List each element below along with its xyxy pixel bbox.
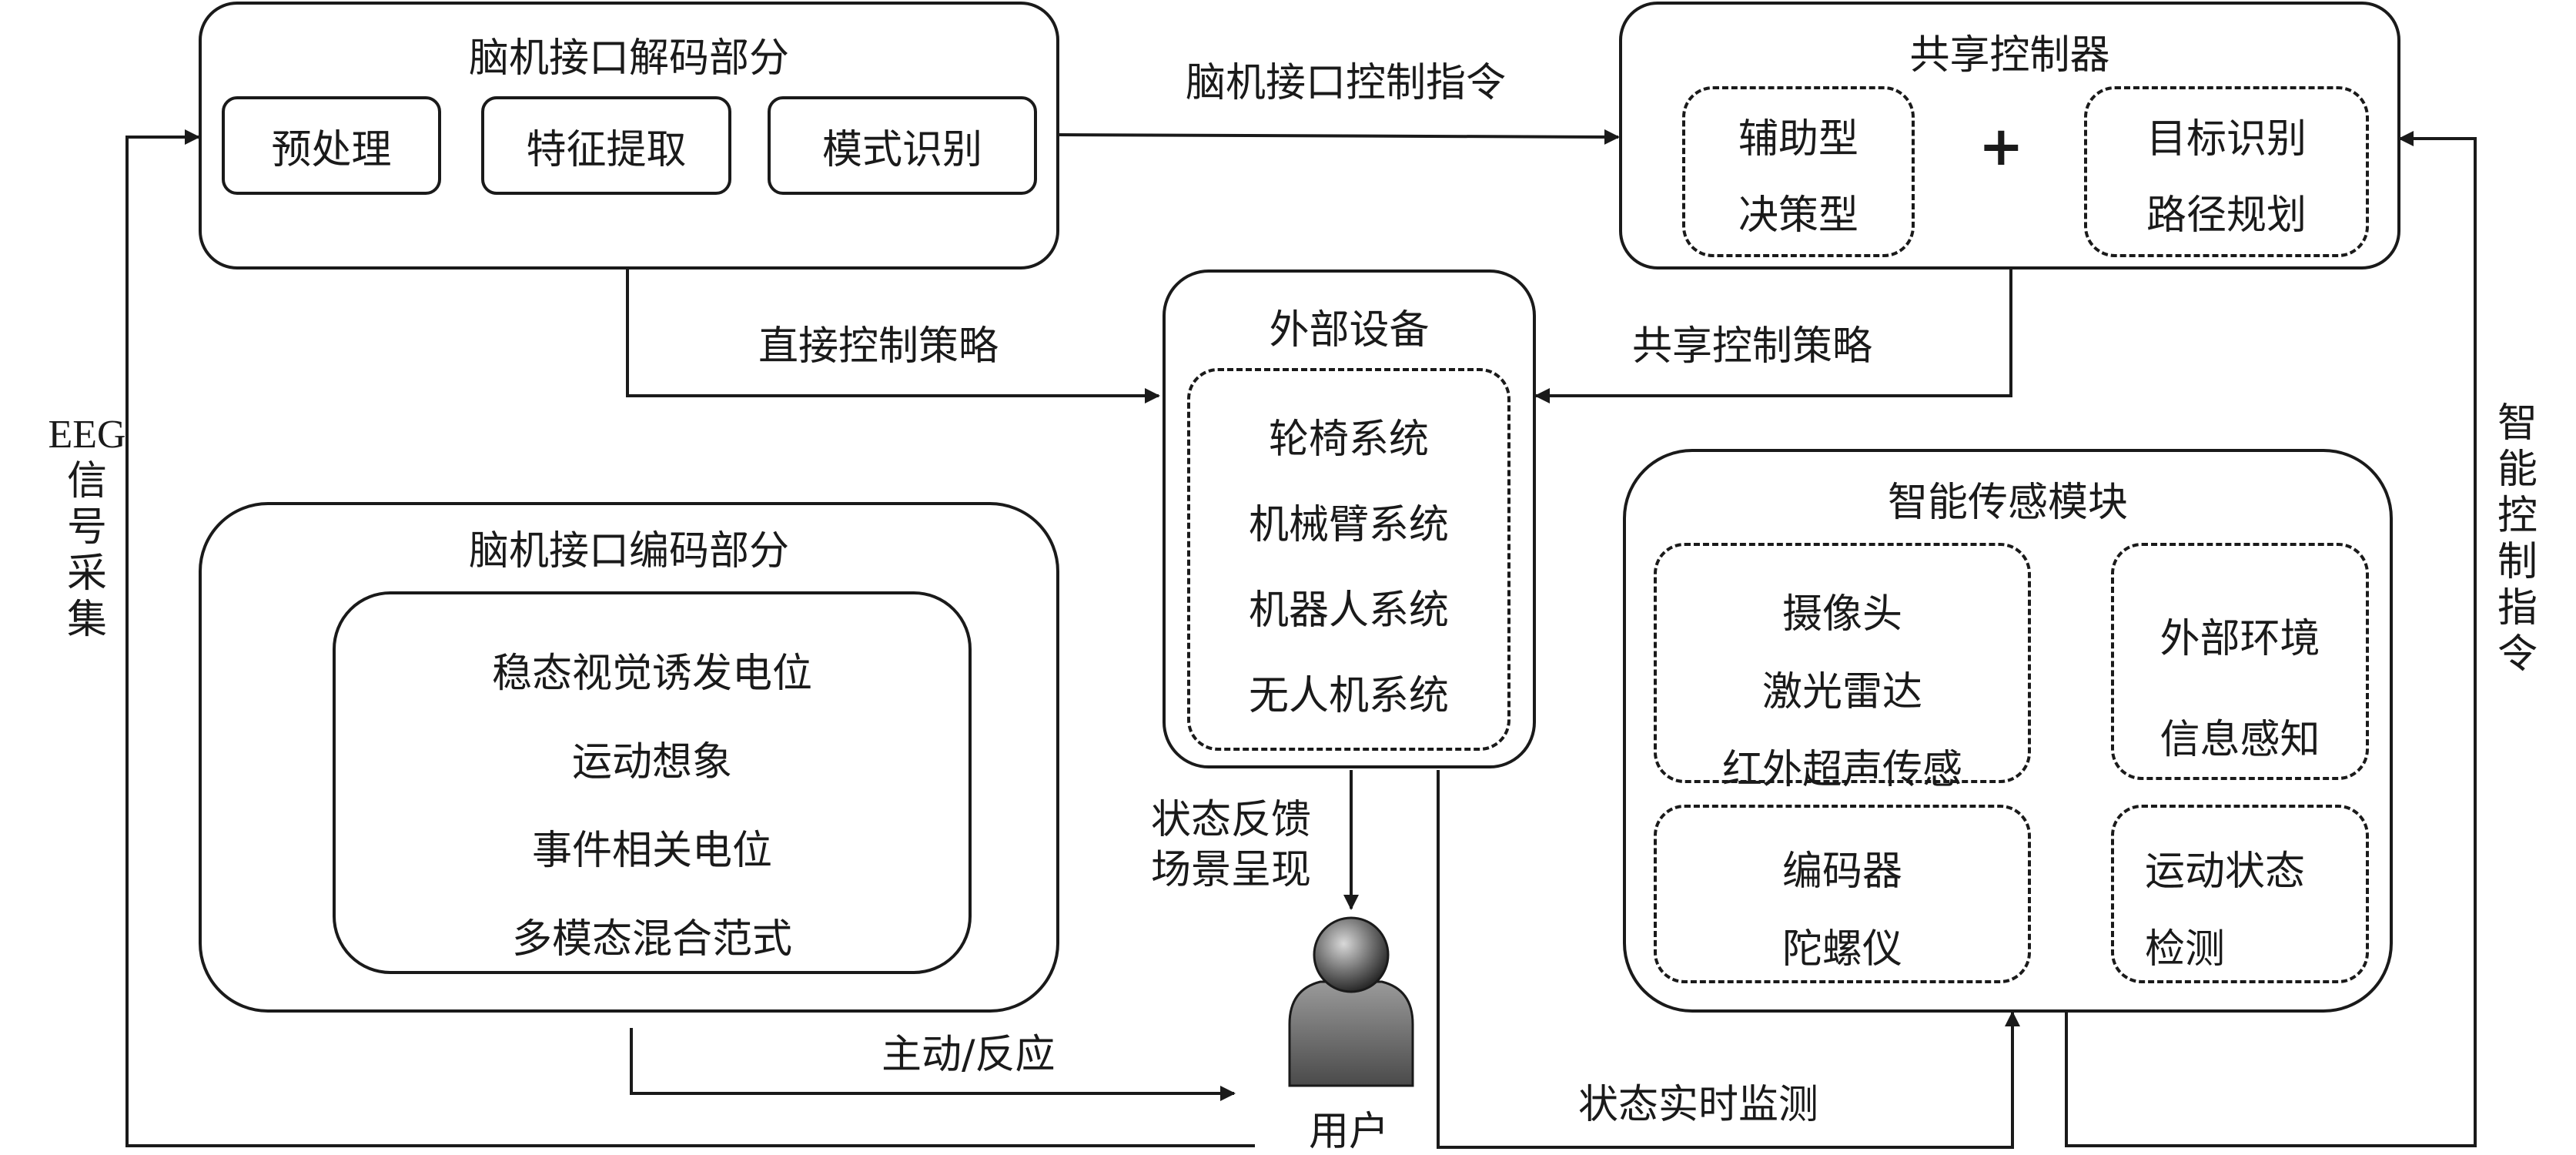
controller-function-group: 目标识别 路径规划 [2084,86,2369,257]
arrow-direct-strategy [626,270,1160,403]
plus-sign: + [1979,115,2024,178]
label-feedback-scene: 场景呈现 [1151,847,1312,893]
env-external: 外部环境 [2159,616,2320,662]
paradigm-motor-imagery: 运动想象 [571,739,732,785]
paradigm-erp: 事件相关电位 [531,828,772,874]
label-shared-strategy: 共享控制策略 [1632,323,1873,370]
device-robot: 机器人系统 [1248,588,1449,634]
label-feedback-state: 状态反馈 [1151,797,1312,843]
label-direct-strategy: 直接控制策略 [758,323,999,370]
paradigm-list: 稳态视觉诱发电位 运动想象 事件相关电位 多模态混合范式 [333,591,972,974]
arrow-bci-command [1058,129,1620,145]
sensor-motion-group: 运动状态 检测 [2111,805,2369,983]
user-label: 用户 [1309,1109,1390,1155]
decode-title: 脑机接口解码部分 [468,35,789,82]
arrow-shared-strategy [1534,270,2012,403]
paradigm-hybrid: 多模态混合范式 [511,916,792,962]
arrow-realtime-monitor [1437,770,2020,1149]
motion-detect: 检测 [2145,926,2226,973]
device-drone: 无人机系统 [1248,673,1449,719]
step-pattern-recognition: 模式识别 [768,96,1037,195]
sensor-camera-group: 摄像头 激光雷达 红外超声传感 [1654,543,2031,793]
encode-title: 脑机接口编码部分 [468,528,789,574]
sensor-title: 智能传感模块 [1887,480,2128,526]
label-active-response: 主动/反应 [882,1032,1055,1078]
sensor-encoder-group: 编码器 陀螺仪 [1654,805,2031,983]
function-target-recognition: 目标识别 [2146,116,2307,162]
label-smart-command: 智 能 控 制 指 令 [2497,400,2538,678]
controller-type-decision: 决策型 [1738,192,1858,239]
device-list-group: 轮椅系统 机械臂系统 机器人系统 无人机系统 [1187,368,1510,751]
label-bci-command: 脑机接口控制指令 [1186,60,1507,106]
label-realtime-monitor: 状态实时监测 [1578,1082,1819,1128]
sensor-camera: 摄像头 [1781,591,1902,638]
controller-type-group: 辅助型 决策型 [1682,86,1915,257]
step-feature-extraction: 特征提取 [481,96,731,195]
arrow-smart-command [2065,131,2477,1147]
device-wheelchair: 轮椅系统 [1268,417,1429,463]
sensor-infrared-ultrasonic: 红外超声传感 [1721,747,1962,793]
controller-type-assist: 辅助型 [1738,116,1858,162]
arrow-eeg-acquisition [125,129,1255,1147]
user-icon [1288,916,1414,1087]
step-preprocess: 预处理 [222,96,441,195]
motion-state: 运动状态 [2145,849,2306,895]
sensor-gyroscope: 陀螺仪 [1781,926,1902,973]
sensor-encoder: 编码器 [1781,849,1902,895]
sensor-env-group: 外部环境 信息感知 [2111,543,2369,780]
env-perception: 信息感知 [2159,717,2320,763]
shared-controller-title: 共享控制器 [1909,32,2110,79]
external-device-title: 外部设备 [1269,307,1430,353]
arrow-active-response [630,1028,1236,1101]
label-eeg-acquisition: EEG 信 号 采 集 [48,413,126,643]
sensor-lidar: 激光雷达 [1761,669,1922,715]
function-path-planning: 路径规划 [2146,192,2307,239]
paradigm-ssvep: 稳态视觉诱发电位 [491,651,812,697]
device-robotic-arm: 机械臂系统 [1248,502,1449,548]
